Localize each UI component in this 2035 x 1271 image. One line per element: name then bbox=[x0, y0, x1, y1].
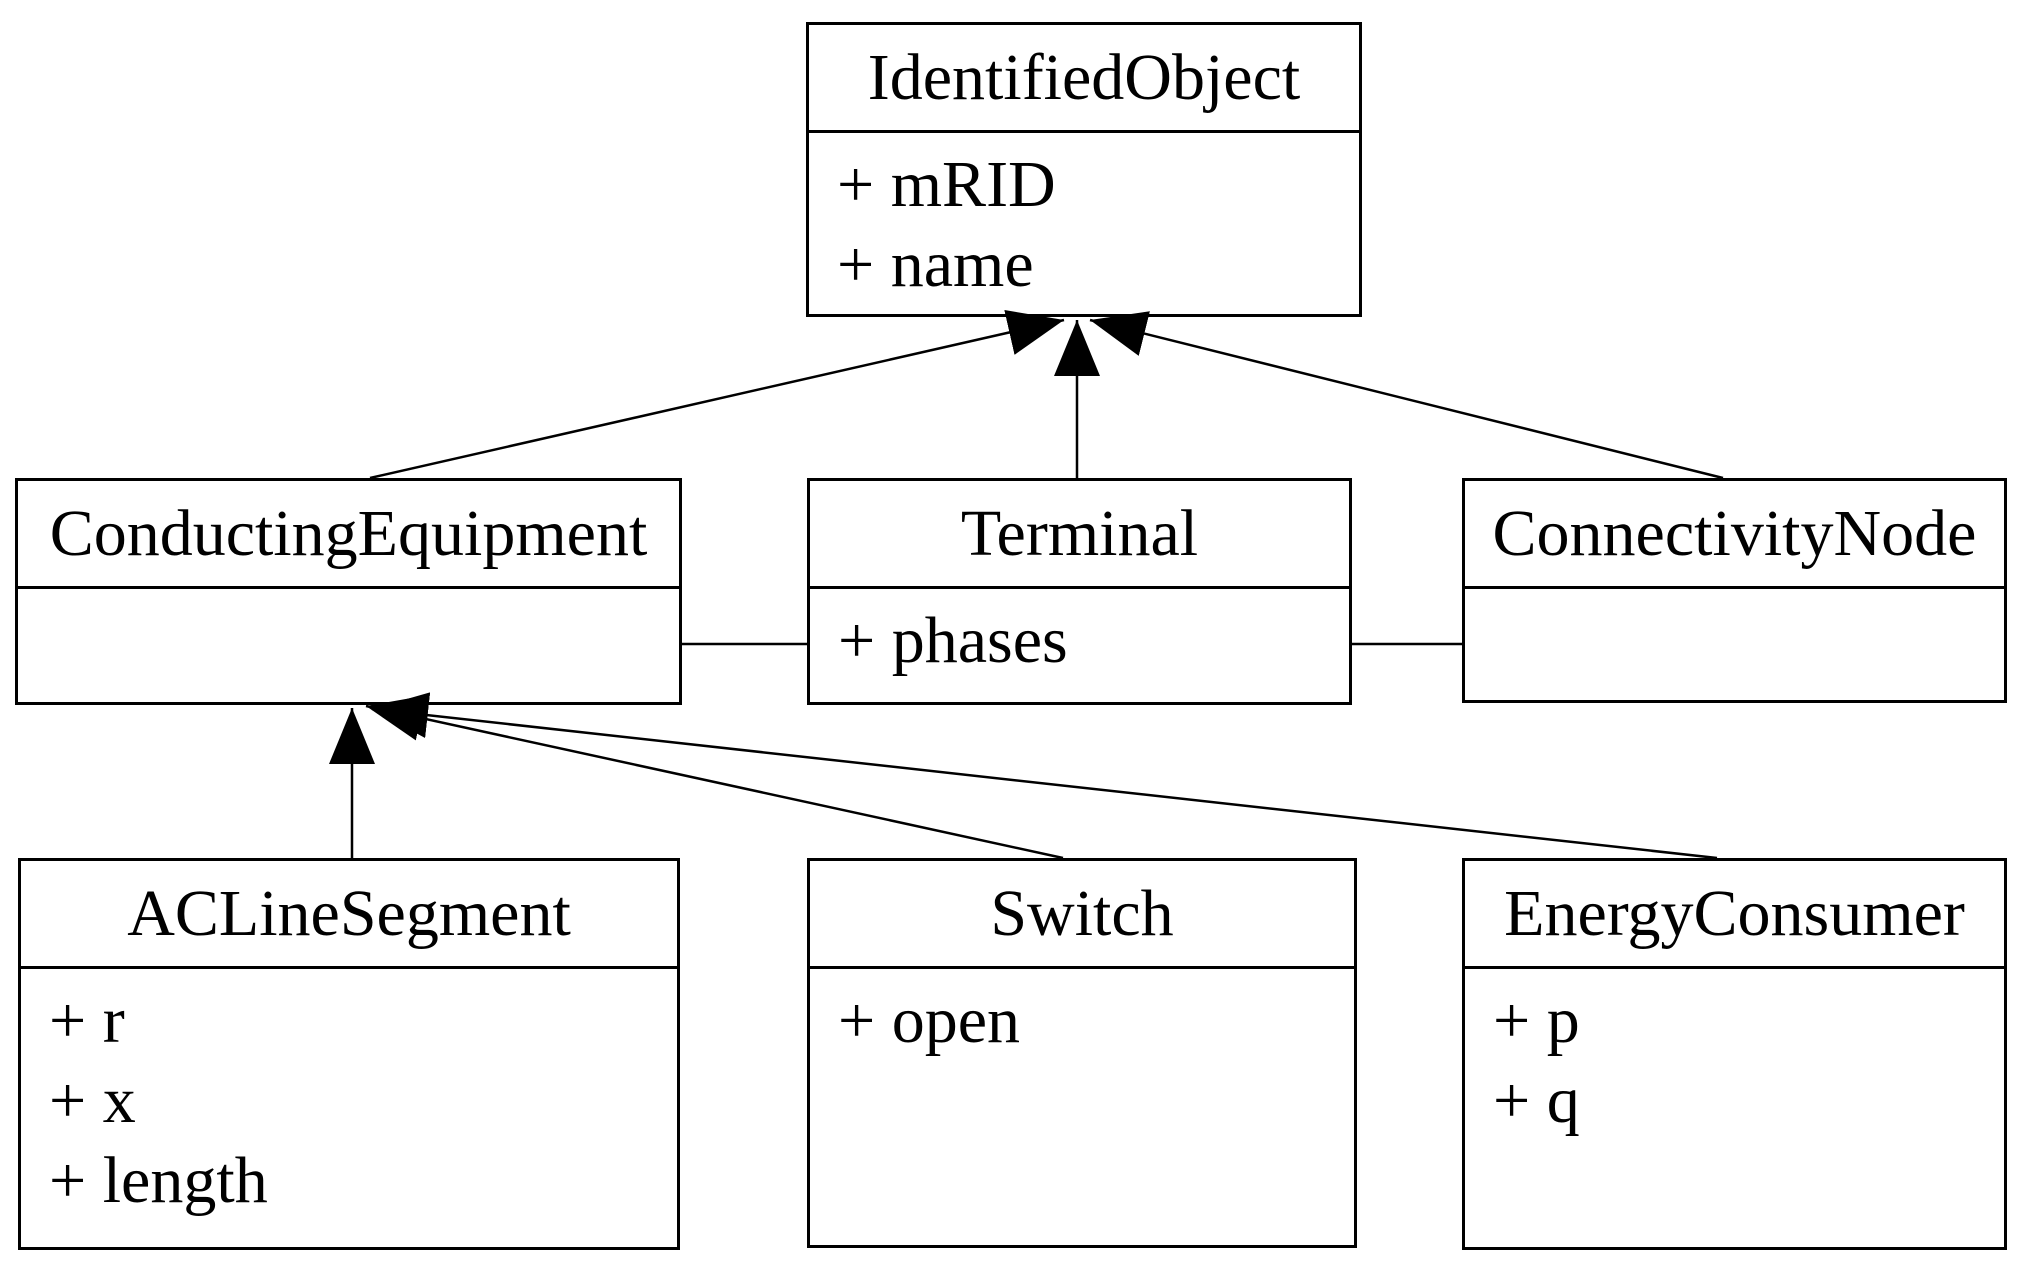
attribute-x: + x bbox=[49, 1064, 136, 1137]
attribute-open: + open bbox=[838, 984, 1021, 1057]
class-box-aclinesegment: ACLineSegment + r + x + length bbox=[18, 858, 680, 1250]
class-box-switch: Switch + open bbox=[807, 858, 1357, 1248]
generalization-switch-to-conductingequipment bbox=[365, 695, 1064, 860]
class-title-terminal: Terminal bbox=[810, 481, 1349, 589]
class-box-identifiedobject: IdentifiedObject + mRID + name bbox=[806, 22, 1362, 317]
class-attributes-connectivitynode bbox=[1465, 589, 2004, 700]
class-attributes-terminal: + phases bbox=[810, 589, 1349, 702]
attribute-r: + r bbox=[49, 984, 125, 1057]
class-title-conductingequipment: ConductingEquipment bbox=[18, 481, 679, 589]
generalization-energyconsumer-to-conductingequipment bbox=[371, 692, 1718, 860]
class-box-conductingequipment: ConductingEquipment bbox=[15, 478, 682, 705]
class-title-switch: Switch bbox=[810, 861, 1354, 969]
attribute-p: + p bbox=[1493, 984, 1580, 1057]
class-title-identifiedobject: IdentifiedObject bbox=[809, 25, 1359, 133]
class-box-terminal: Terminal + phases bbox=[807, 478, 1352, 705]
attribute-name: + name bbox=[837, 228, 1034, 301]
class-box-connectivitynode: ConnectivityNode bbox=[1462, 478, 2007, 703]
class-box-energyconsumer: EnergyConsumer + p + q bbox=[1462, 858, 2007, 1250]
attribute-q: + q bbox=[1493, 1064, 1580, 1137]
class-attributes-switch: + open bbox=[810, 969, 1354, 1245]
generalization-conductingequipment-to-identifiedobject bbox=[369, 310, 1065, 480]
class-attributes-energyconsumer: + p + q bbox=[1465, 969, 2004, 1247]
generalization-connectivitynode-to-identifiedobject bbox=[1089, 311, 1724, 480]
attribute-mrid: + mRID bbox=[837, 148, 1056, 221]
class-title-energyconsumer: EnergyConsumer bbox=[1465, 861, 2004, 969]
class-title-connectivitynode: ConnectivityNode bbox=[1465, 481, 2004, 589]
class-attributes-conductingequipment bbox=[18, 589, 679, 702]
class-attributes-aclinesegment: + r + x + length bbox=[21, 969, 677, 1247]
class-title-aclinesegment: ACLineSegment bbox=[21, 861, 677, 969]
attribute-phases: + phases bbox=[838, 604, 1068, 677]
class-attributes-identifiedobject: + mRID + name bbox=[809, 133, 1359, 314]
attribute-length: + length bbox=[49, 1144, 268, 1217]
